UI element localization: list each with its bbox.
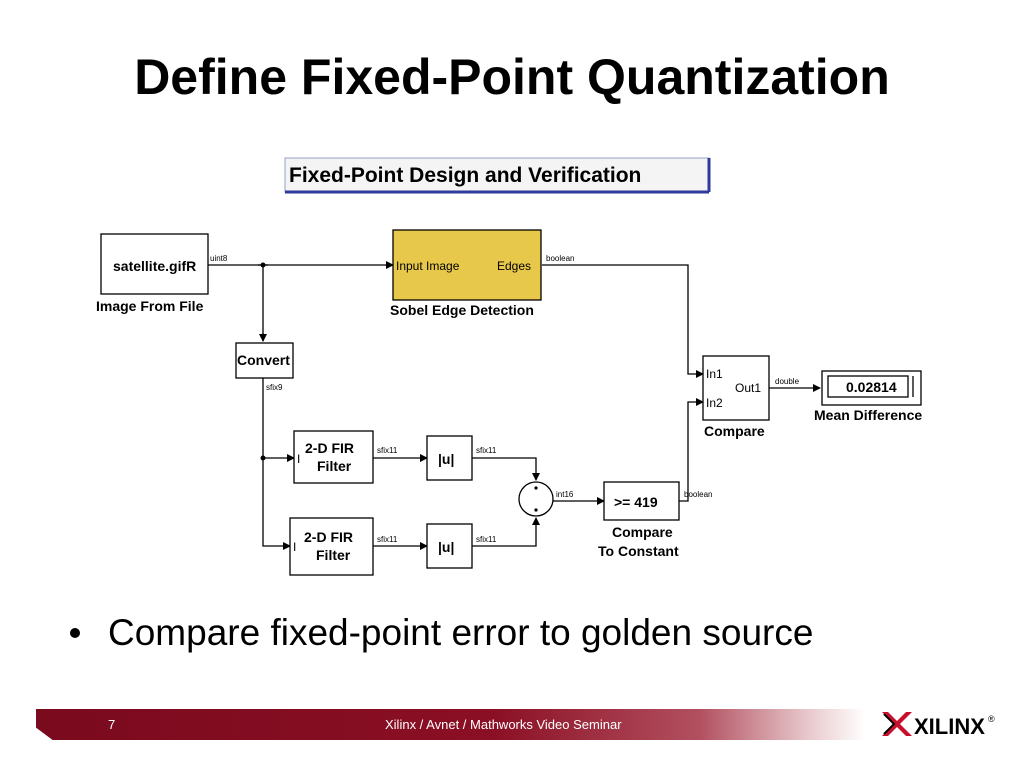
- signal-label-sfix11: sfix11: [377, 535, 398, 544]
- diagram-title-box: Fixed-Point Design and Verification: [284, 157, 711, 194]
- block-label-compare: Compare: [704, 423, 765, 439]
- fir1-title-line2: Filter: [317, 458, 352, 474]
- bullet-item: Compare fixed-point error to golden sour…: [70, 612, 813, 654]
- wire-convert-to-firs: [262, 378, 291, 550]
- signal-label-sfix11: sfix11: [476, 446, 497, 455]
- block-image-from-file-content: satellite.gifR: [113, 258, 196, 274]
- page-number: 7: [108, 717, 116, 732]
- block-abs-1[interactable]: |u|: [426, 435, 473, 481]
- block-abs-2[interactable]: |u|: [426, 523, 473, 569]
- compare-out1-port: Out1: [735, 381, 761, 395]
- bullet-text: Compare fixed-point error to golden sour…: [108, 612, 814, 653]
- block-convert-content: Convert: [237, 352, 290, 368]
- slide-title: Define Fixed-Point Quantization: [134, 49, 890, 105]
- compare-in2-port: In2: [706, 396, 723, 410]
- block-label-compare-line1: Compare: [612, 524, 673, 540]
- signal-label-double: double: [775, 377, 800, 386]
- display-value: 0.02814: [846, 379, 897, 395]
- footer-text: Xilinx / Avnet / Mathworks Video Seminar: [385, 717, 622, 732]
- sobel-input-port: Input Image: [396, 259, 460, 273]
- abs1-content: |u|: [438, 451, 454, 467]
- signal-label-sfix11: sfix11: [476, 535, 497, 544]
- xilinx-logo: XILINX ®: [882, 712, 995, 739]
- block-label-image-from-file: Image From File: [96, 298, 204, 314]
- signal-label-boolean: boolean: [546, 254, 574, 263]
- diagram-title: Fixed-Point Design and Verification: [289, 164, 641, 187]
- signal-label-sfix9: sfix9: [266, 383, 283, 392]
- sobel-output-port: Edges: [497, 259, 531, 273]
- xilinx-logo-mark-icon: [882, 712, 912, 736]
- block-2d-fir-filter-2[interactable]: I 2-D FIR Filter: [289, 517, 374, 576]
- wire-const-to-compare: [679, 398, 704, 502]
- compare-in1-port: In1: [706, 367, 723, 381]
- signal-label-boolean: boolean: [684, 490, 712, 499]
- fir2-title-line1: 2-D FIR: [304, 529, 353, 545]
- fir2-title-line2: Filter: [316, 547, 351, 563]
- xilinx-logo-registered: ®: [988, 714, 995, 724]
- xilinx-logo-text: XILINX: [914, 714, 985, 739]
- wire-abs1-to-sum: [472, 457, 540, 481]
- fir1-input-port: I: [297, 452, 300, 466]
- footer-bar: [36, 709, 866, 740]
- signal-label-uint8: uint8: [210, 254, 228, 263]
- simulink-diagram: Fixed-Point Design and Verification uint…: [96, 157, 922, 576]
- block-label-compare-line2: To Constant: [598, 543, 679, 559]
- block-label-sobel: Sobel Edge Detection: [390, 302, 534, 318]
- block-convert[interactable]: Convert: [235, 342, 294, 379]
- block-compare-to-constant[interactable]: >= 419: [603, 481, 680, 521]
- signal-label-sfix11: sfix11: [377, 446, 398, 455]
- fir1-title-line1: 2-D FIR: [305, 440, 354, 456]
- block-sobel-edge-detection[interactable]: Input Image Edges: [392, 229, 542, 301]
- signal-label-int16: int16: [556, 490, 574, 499]
- abs2-content: |u|: [438, 539, 454, 555]
- wire-sobel-to-compare: [542, 264, 704, 378]
- bullet-dot: [70, 628, 80, 638]
- wire-abs2-to-sum: [472, 517, 540, 547]
- block-mean-difference-display[interactable]: 0.02814: [821, 370, 922, 406]
- block-2d-fir-filter-1[interactable]: I 2-D FIR Filter: [293, 430, 374, 484]
- block-image-from-file[interactable]: satellite.gifR: [100, 233, 209, 295]
- fir2-input-port: I: [293, 540, 296, 554]
- block-compare[interactable]: In1 In2 Out1: [702, 355, 770, 421]
- compare-const-content: >= 419: [614, 494, 658, 510]
- block-label-mean-difference: Mean Difference: [814, 407, 922, 423]
- block-sum[interactable]: [518, 481, 554, 517]
